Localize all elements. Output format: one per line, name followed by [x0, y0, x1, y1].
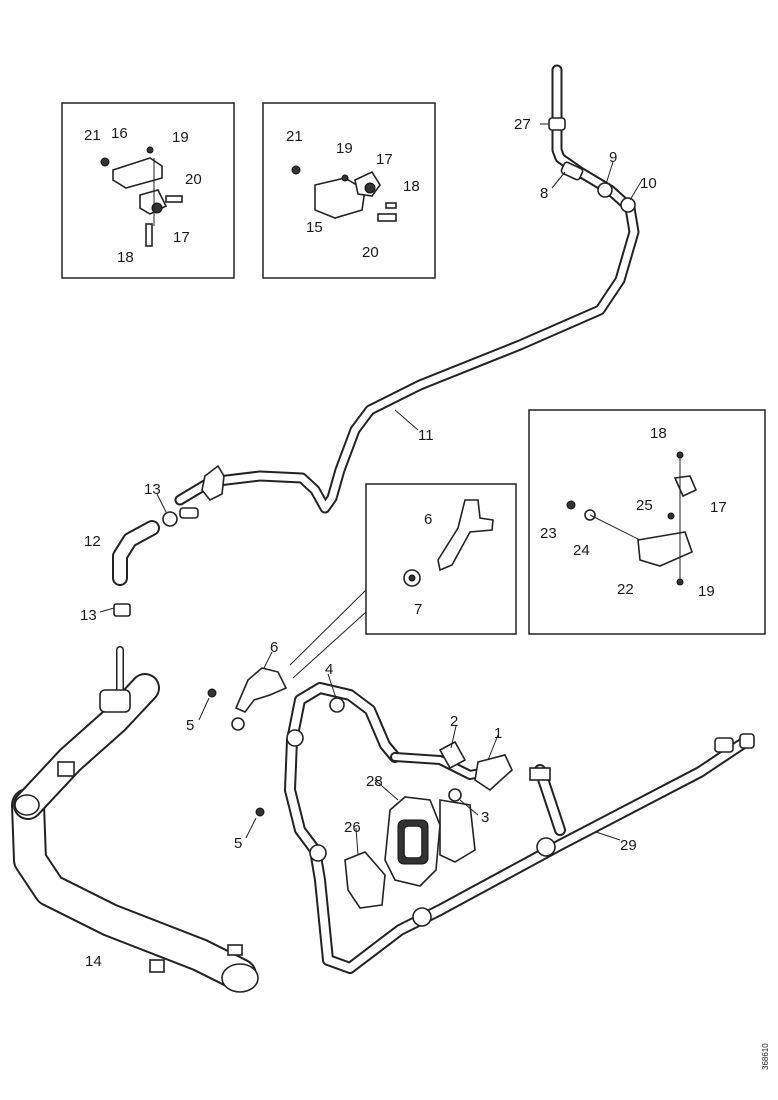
callout-12: 12	[84, 533, 101, 550]
inset3-callout-23: 23	[540, 525, 557, 542]
inset2-callout-20: 20	[362, 244, 379, 261]
callout-13-bottom: 13	[80, 607, 97, 624]
zoom-lines	[289, 589, 367, 679]
inset2-callout-19: 19	[336, 140, 353, 157]
pipe-14	[11, 646, 259, 993]
inset2-callout-21: 21	[286, 128, 303, 145]
callout-4: 4	[325, 661, 333, 678]
callout-5-top: 5	[186, 717, 194, 734]
callout-9: 9	[609, 149, 617, 166]
inset3-callout-25: 25	[636, 497, 653, 514]
inset3-callout-17: 17	[710, 499, 727, 516]
inset-box-top-center	[262, 102, 436, 279]
inset3-callout-18: 18	[650, 425, 667, 442]
callout-7: 7	[414, 601, 422, 618]
inset1-callout-20: 20	[185, 171, 202, 188]
callout-10: 10	[640, 175, 657, 192]
hose-12	[112, 520, 160, 617]
tube-29	[529, 733, 755, 836]
fittings-upper-line	[162, 117, 636, 527]
bracket-26	[344, 851, 386, 909]
inset1-callout-17: 17	[173, 229, 190, 246]
inset2-callout-18: 18	[403, 178, 420, 195]
inset1-callout-21: 21	[84, 127, 101, 144]
inset2-callout-17: 17	[376, 151, 393, 168]
callout-8: 8	[540, 185, 548, 202]
callout-2: 2	[450, 713, 458, 730]
leader-lines	[99, 123, 643, 856]
inset2-callout-15: 15	[306, 219, 323, 236]
inset1-callout-19: 19	[172, 129, 189, 146]
inset-box-right	[528, 409, 766, 635]
inset3-callout-24: 24	[573, 542, 590, 559]
callout-1: 1	[494, 725, 502, 742]
callout-14: 14	[85, 953, 102, 970]
callout-6-inset: 6	[424, 511, 432, 528]
inset3-callout-22: 22	[617, 581, 634, 598]
callout-27: 27	[514, 116, 531, 133]
inset-box-top-left	[61, 102, 235, 279]
callout-3: 3	[481, 809, 489, 826]
inset-box-detail-6-7	[365, 483, 517, 635]
bracket-6	[207, 667, 288, 817]
callout-13-top: 13	[144, 481, 161, 498]
pipe-11-upper	[174, 64, 640, 514]
callout-11: 11	[418, 427, 434, 444]
valve-1-2-3	[438, 740, 513, 863]
document-number: 368610	[761, 1043, 770, 1070]
inset1-callout-18: 18	[117, 249, 134, 266]
callout-28: 28	[366, 773, 383, 790]
inset1-callout-16: 16	[111, 125, 128, 142]
callout-5-bottom: 5	[234, 835, 242, 852]
pump-28	[384, 796, 441, 887]
callout-26: 26	[344, 819, 361, 836]
callout-29: 29	[620, 837, 637, 854]
callout-labels: 27 8 9 10 11 13 12 13 6 4 5 2 1 28 3 26 …	[80, 116, 727, 970]
inset3-callout-19: 19	[698, 583, 715, 600]
callout-6-main: 6	[270, 639, 278, 656]
